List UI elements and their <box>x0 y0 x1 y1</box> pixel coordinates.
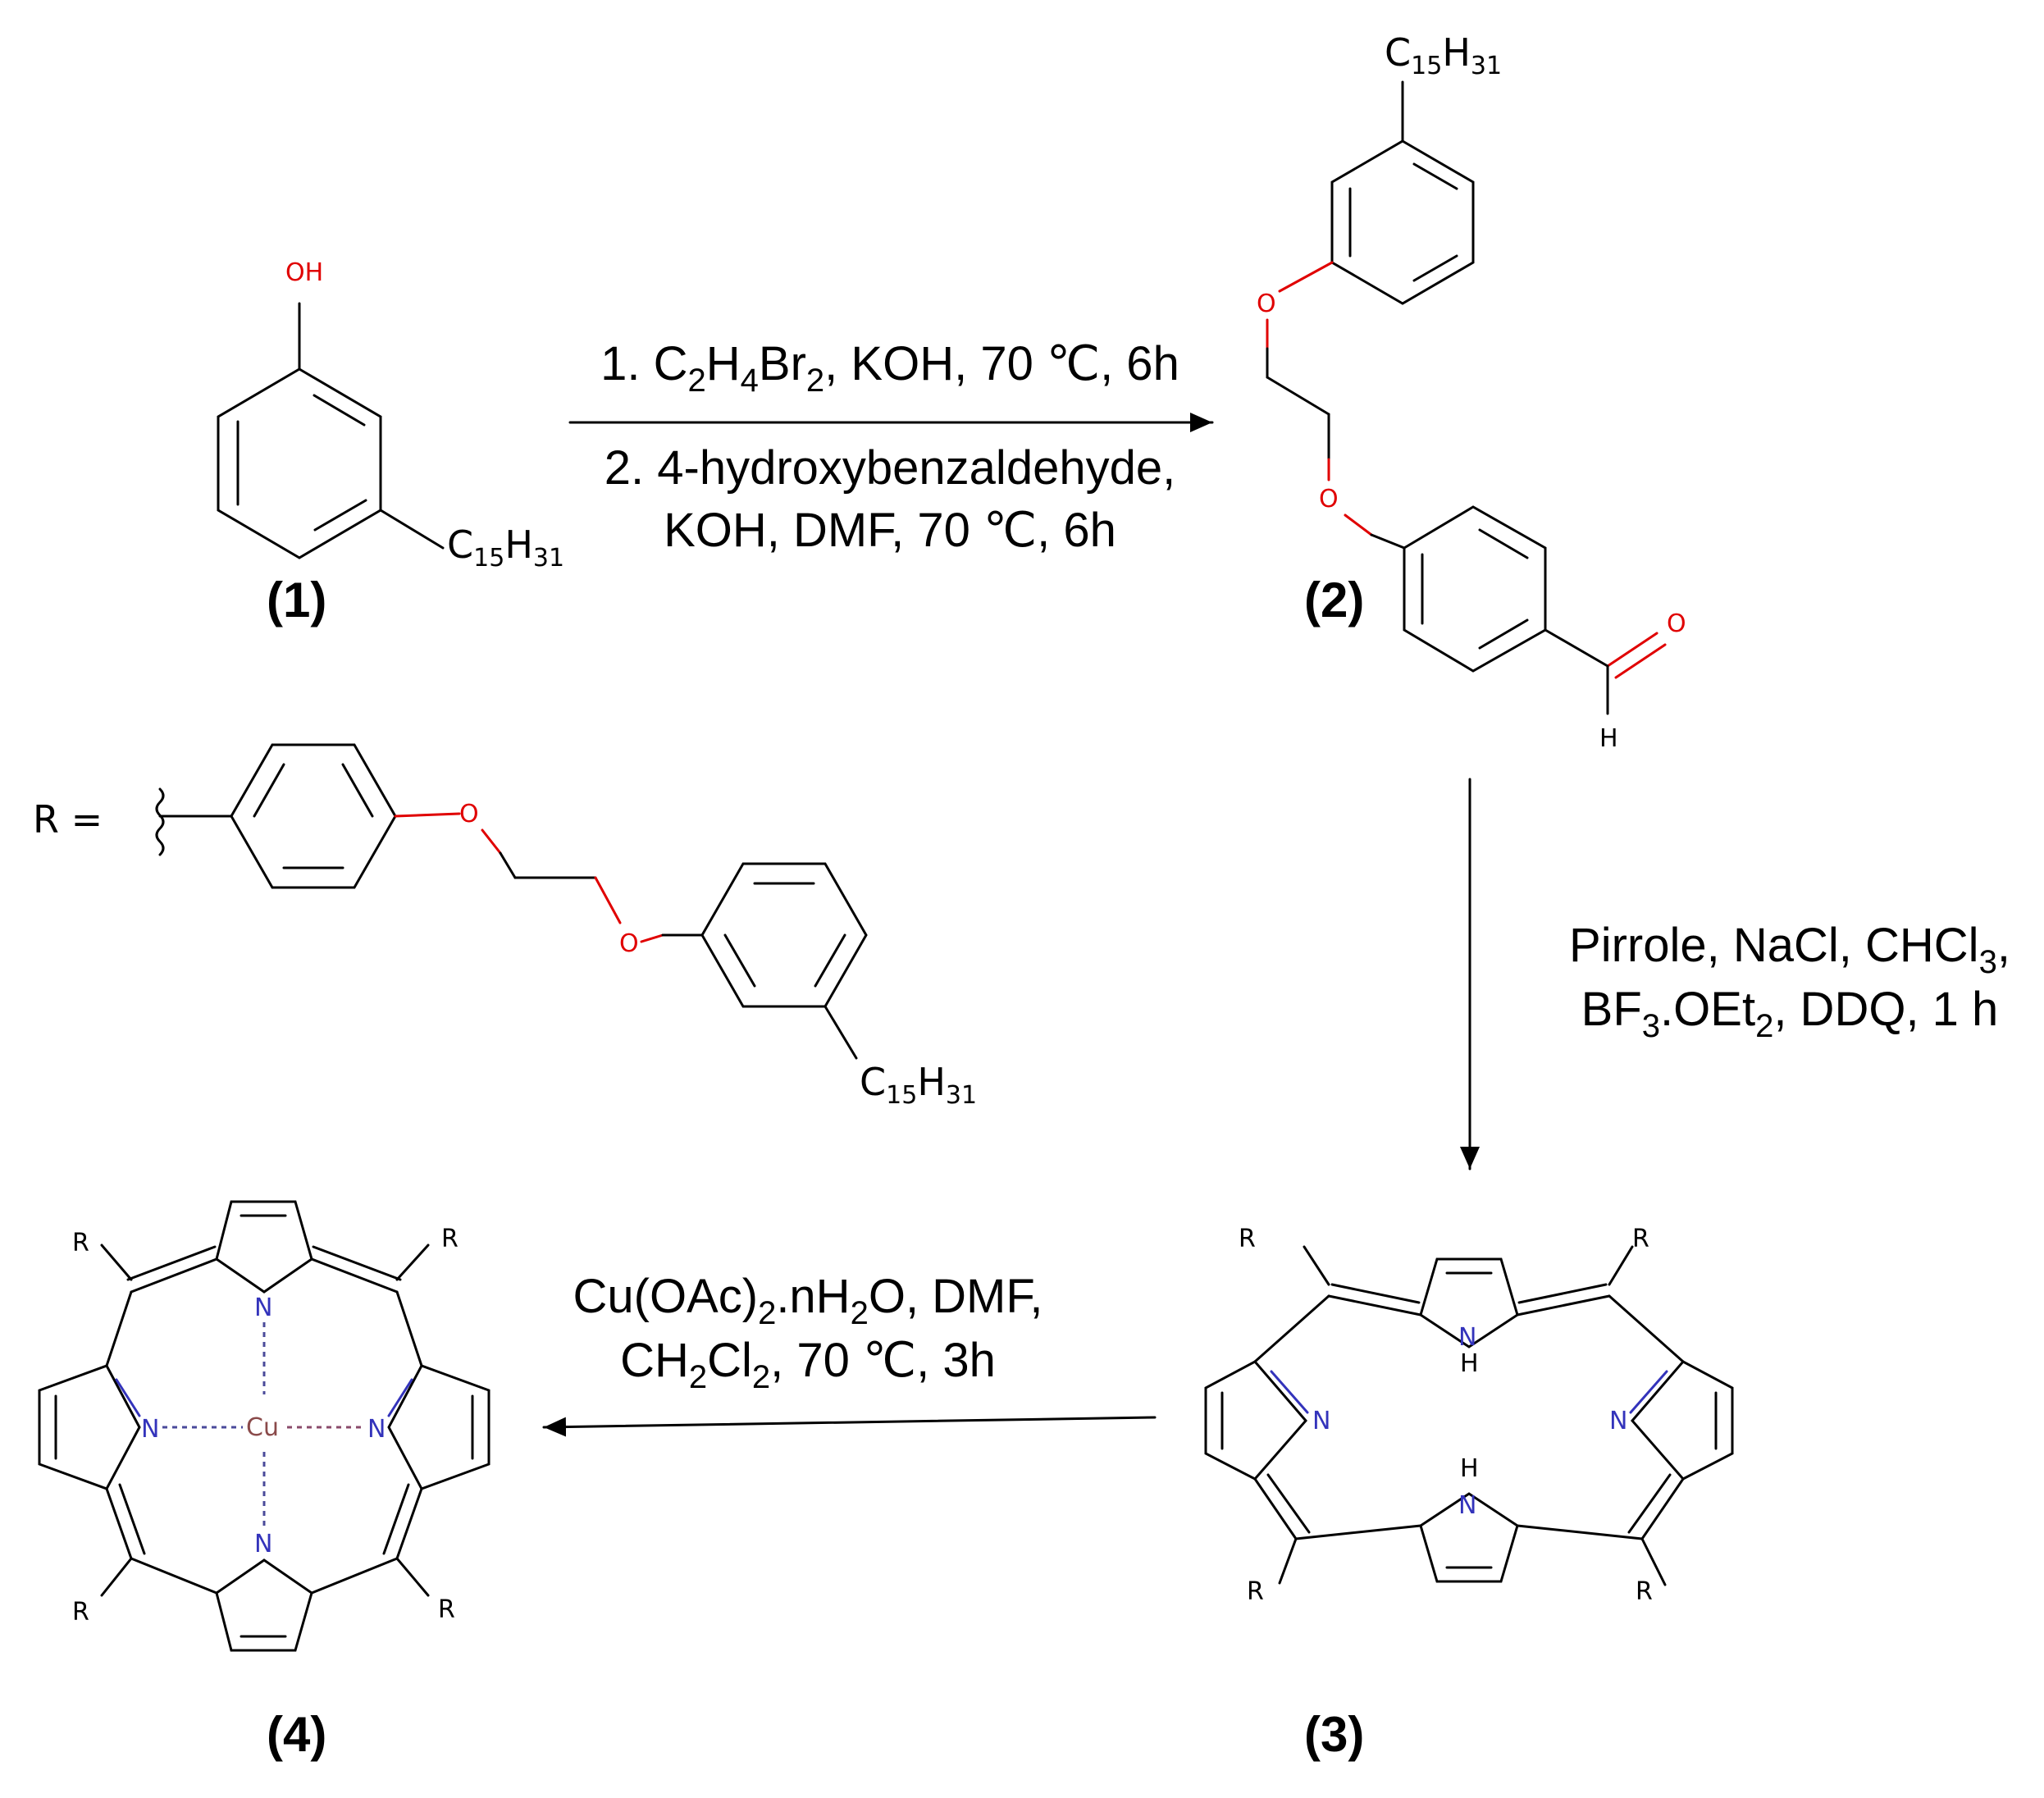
r-sub-4-tr: R <box>441 1225 459 1253</box>
r-sub-3-tr: R <box>1632 1225 1649 1253</box>
attachment-wavy-bond <box>155 787 165 856</box>
r-ether-o-2: O <box>619 929 639 958</box>
r-sub-3-tl: R <box>1239 1225 1256 1253</box>
step-2-line-2: BF3.OEt2, DDQ, 1 h <box>1581 983 1999 1044</box>
compound-1-label: (1) <box>267 573 326 627</box>
nh-h-bottom: H <box>1460 1454 1479 1483</box>
pyrrole-n-top: N <box>1458 1323 1476 1352</box>
step-2-conditions: Pirrole, NaCl, CHCl3, BF3.OEt2, DDQ, 1 h <box>1569 919 2010 1044</box>
compound-4-structure: N N N N Cu R R <box>38 1200 490 1652</box>
copper-center: Cu <box>246 1413 279 1442</box>
step-3-line-2: CH2Cl2, 70 ℃, 3h <box>620 1334 996 1395</box>
aldehyde-h: H <box>1599 724 1618 753</box>
cu-n-top: N <box>254 1294 272 1322</box>
r-ether-o-1: O <box>459 800 479 828</box>
hydroxyl-label: OH <box>285 258 323 287</box>
compound-4-label: (4) <box>267 1707 326 1762</box>
r-sub-4-br: R <box>438 1595 455 1624</box>
nh-h-top: H <box>1460 1349 1479 1378</box>
step-1-conditions: 1. C2H4Br2, KOH, 70 ℃, 6h 2. 4-hydroxybe… <box>600 337 1179 557</box>
pyrrole-n-right: N <box>1609 1407 1627 1435</box>
step-1-line-3: KOH, DMF, 70 ℃, 6h <box>664 504 1116 557</box>
c15h31-label-1: C15H31 <box>447 523 564 573</box>
carbonyl-o: O <box>1667 609 1686 638</box>
ether-o-1: O <box>1257 290 1276 318</box>
r-equals-label: R = <box>33 797 103 842</box>
r-sub-3-br: R <box>1636 1577 1653 1606</box>
compound-2-structure: C15H31 O O O H <box>1257 30 1686 753</box>
reaction-arrow-3 <box>542 1416 1157 1437</box>
pyrrole-n-bottom: N <box>1458 1491 1476 1520</box>
compound-3-structure: N H N H N N R R R <box>1204 1225 1734 1606</box>
c15h31-label-r: C15H31 <box>860 1060 977 1110</box>
compound-1-structure: OH C15H31 <box>217 258 564 573</box>
step-3-conditions: Cu(OAc)2.nH2O, DMF, CH2Cl2, 70 ℃, 3h <box>573 1270 1043 1395</box>
step-1-line-2: 2. 4-hydroxybenzaldehyde, <box>605 441 1175 495</box>
r-sub-4-tl: R <box>72 1229 89 1257</box>
cu-n-bottom: N <box>254 1530 272 1558</box>
step-1-line-1: 1. C2H4Br2, KOH, 70 ℃, 6h <box>600 337 1179 399</box>
compound-3-label: (3) <box>1304 1707 1364 1762</box>
r-group-definition: R = O O C15H31 <box>33 743 977 1110</box>
cu-n-right: N <box>367 1415 386 1444</box>
ether-o-2: O <box>1319 485 1339 513</box>
step-3-line-1: Cu(OAc)2.nH2O, DMF, <box>573 1270 1043 1331</box>
r-sub-4-bl: R <box>72 1598 89 1627</box>
compound-2-label: (2) <box>1304 573 1364 627</box>
step-2-line-1: Pirrole, NaCl, CHCl3, <box>1569 919 2010 980</box>
cu-n-left: N <box>141 1415 159 1444</box>
pyrrole-n-left: N <box>1312 1407 1330 1435</box>
r-sub-3-bl: R <box>1247 1577 1264 1606</box>
c15h31-label-2: C15H31 <box>1385 30 1502 80</box>
